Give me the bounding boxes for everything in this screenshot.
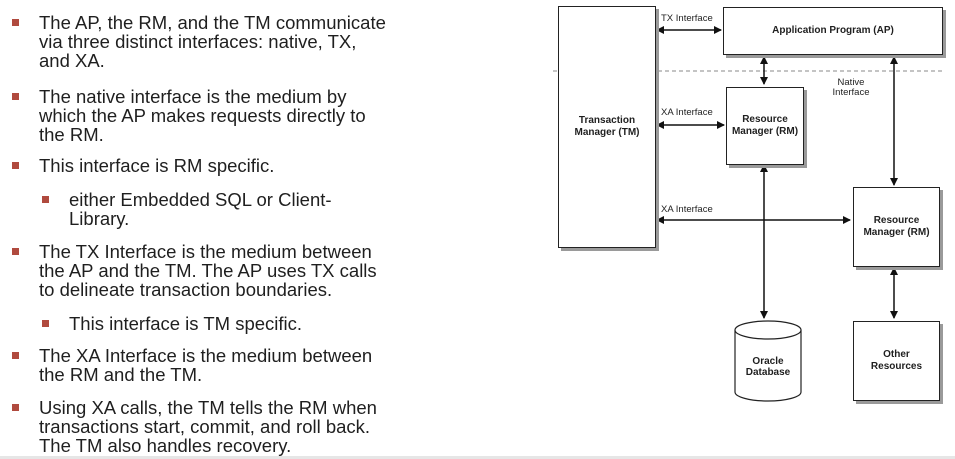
transaction-manager-box: Transaction Manager (TM) <box>558 6 656 248</box>
xa-interface-label-2: XA Interface <box>661 204 713 215</box>
xa-interface-label-1: XA Interface <box>661 107 713 118</box>
oracle-database-label: Oracle Database <box>745 356 791 378</box>
bullet-item: This interface is RM specific. <box>12 156 399 175</box>
bullet-mark <box>12 162 19 169</box>
bullet-mark <box>12 404 19 411</box>
architecture-diagram: Application Program (AP) Transaction Man… <box>545 0 955 459</box>
other-resources-box: Other Resources <box>853 321 940 401</box>
bullet-mark <box>12 19 19 26</box>
resource-manager-box-1: Resource Manager (RM) <box>726 87 804 165</box>
resource-manager-box-2: Resource Manager (RM) <box>853 187 940 267</box>
tx-interface-label: TX Interface <box>661 13 713 24</box>
sub-bullet-item: This interface is TM specific. <box>42 314 369 333</box>
bullet-mark <box>12 248 19 255</box>
sub-bullet-item: either Embedded SQL or Client-Library. <box>42 190 369 228</box>
bullet-mark <box>12 93 19 100</box>
bullet-mark <box>42 320 49 327</box>
application-program-box: Application Program (AP) <box>723 7 943 55</box>
native-interface-label: Native Interface <box>832 77 870 98</box>
bottom-rule <box>0 456 955 459</box>
connector-lines <box>553 26 945 402</box>
bullet-mark <box>12 352 19 359</box>
bullet-mark <box>42 196 49 203</box>
bullet-item: Using XA calls, the TM tells the RM when… <box>12 398 399 455</box>
database-cylinder <box>734 320 802 402</box>
